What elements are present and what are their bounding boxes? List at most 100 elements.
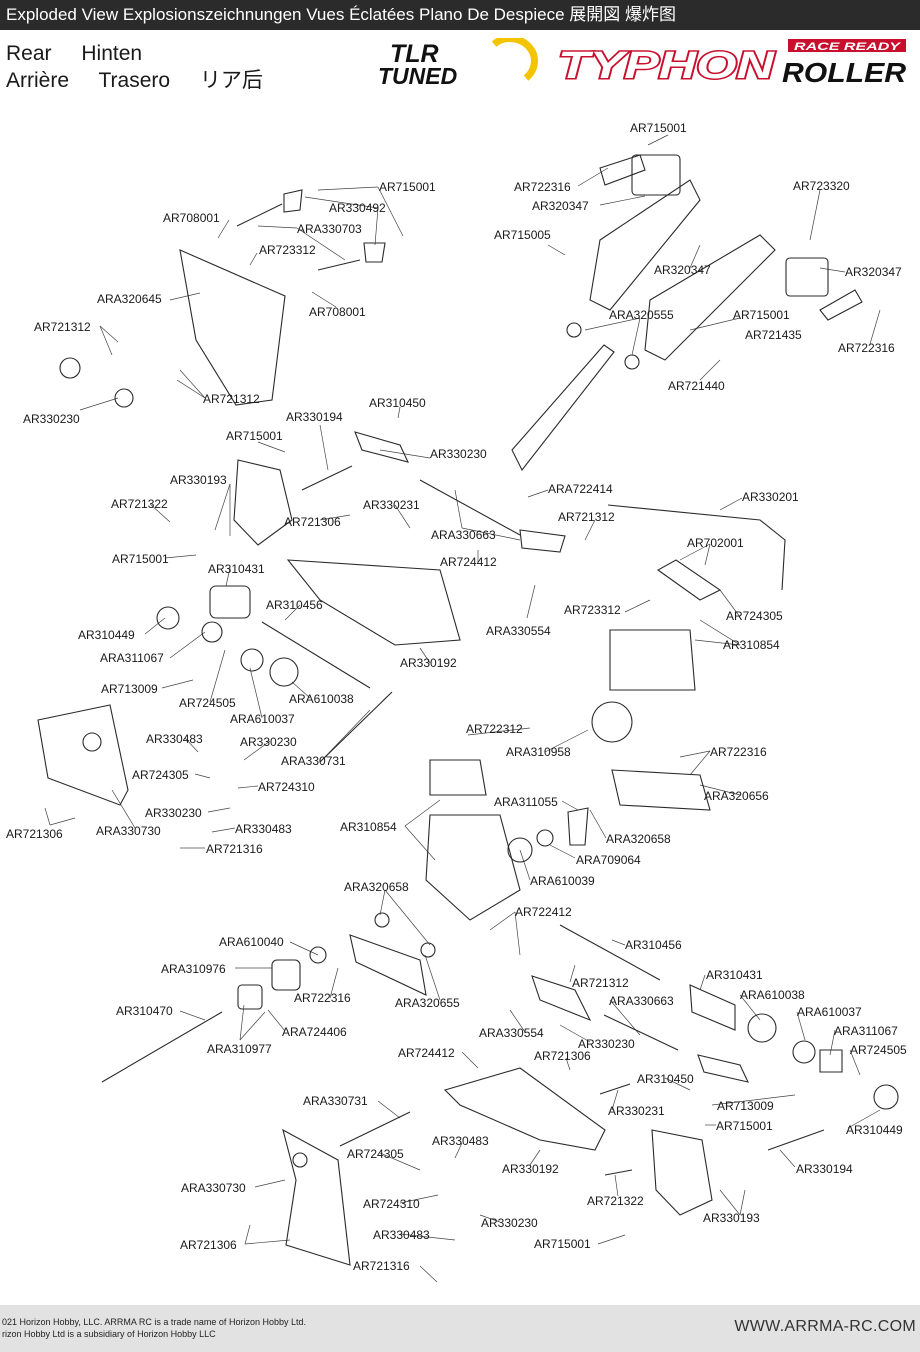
label-ar330230-a: AR330230 (23, 412, 80, 426)
leader-lines (44, 134, 881, 1283)
label-ar330194-a: AR330194 (286, 410, 343, 424)
label-ar722316-c: AR722316 (710, 745, 767, 759)
label-ar721312-a: AR721312 (34, 320, 91, 334)
label-ar708001-b: AR708001 (309, 305, 366, 319)
race-ready-roller-logo: RACE READY ROLLER (782, 39, 907, 86)
label-ar722316-b: AR722316 (838, 341, 895, 355)
body-mounts (59, 357, 134, 408)
label-ar721440: AR721440 (668, 379, 725, 393)
label-ara330663-b: ARA330663 (609, 994, 674, 1008)
label-ar330193-b: AR330193 (703, 1211, 760, 1225)
title-row-1: Rear Hinten (6, 40, 287, 67)
typhon-logo: TYPHON (557, 44, 778, 87)
label-ar722316-a: AR722316 (514, 180, 571, 194)
label-ar724305-b: AR724305 (132, 768, 189, 782)
label-ar330193-a: AR330193 (170, 473, 227, 487)
label-ar330230-e: AR330230 (578, 1037, 635, 1051)
label-ar310450-b: AR310450 (637, 1072, 694, 1086)
label-ar715001-e: AR715001 (112, 552, 169, 566)
label-ara330703: ARA330703 (297, 222, 362, 236)
label-ara310958: ARA310958 (506, 745, 571, 759)
rear-hub-upper (233, 431, 786, 646)
label-ar320347-a: AR320347 (532, 199, 589, 213)
label-ara330731-b: ARA330731 (303, 1094, 368, 1108)
rear-hub-lower (339, 1111, 825, 1216)
label-ar721306-b: AR721306 (6, 827, 63, 841)
title-hinten: Hinten (81, 42, 143, 65)
label-ar721306-c: AR721306 (534, 1049, 591, 1063)
label-ar724505-b: AR724505 (850, 1043, 907, 1057)
copyright-line-2: rizon Hobby Ltd is a subsidiary of Horiz… (2, 1329, 216, 1339)
label-ar330192-a: AR330192 (400, 656, 457, 670)
label-ar724412-a: AR724412 (440, 555, 497, 569)
label-ar724305-a: AR724305 (726, 609, 783, 623)
rear-mud-guard-lower (282, 1128, 351, 1266)
label-ar330483-a: AR330483 (146, 732, 203, 746)
label-ara722414: ARA722414 (548, 482, 613, 496)
label-ar330483-c: AR330483 (432, 1134, 489, 1148)
website-link[interactable]: WWW.ARRMA-RC.COM (734, 1318, 916, 1335)
label-ar722312: AR722312 (466, 722, 523, 736)
label-ar715001-c: AR715001 (379, 180, 436, 194)
copyright-notice: 021 Horizon Hobby, LLC. ARRMA RC is a tr… (2, 1316, 306, 1340)
label-ara320655: ARA320655 (395, 996, 460, 1010)
label-ara330730-a: ARA330730 (96, 824, 161, 838)
label-ar715005: AR715005 (494, 228, 551, 242)
label-ara311067-a: ARA311067 (100, 651, 164, 665)
label-ar330194-b: AR330194 (796, 1162, 853, 1176)
label-ar330230-d: AR330230 (145, 806, 202, 820)
label-ara610040: ARA610040 (219, 935, 284, 949)
label-ar721435: AR721435 (745, 328, 802, 342)
rear-lower-arm (443, 1067, 631, 1151)
label-ar330483-b: AR330483 (235, 822, 292, 836)
label-ara610037-b: ARA610037 (797, 1005, 862, 1019)
label-ar723312-b: AR723312 (564, 603, 621, 617)
tlr-tuned-logo: TLR TUNED (378, 38, 538, 86)
label-ar310470: AR310470 (116, 1004, 173, 1018)
rear-drive-upper (156, 585, 393, 763)
label-ar723320: AR723320 (793, 179, 850, 193)
label-ar724310-a: AR724310 (258, 780, 315, 794)
title-trasero: Trasero (98, 69, 171, 92)
rear-shock-tower (179, 189, 386, 406)
label-ar330231-a: AR330231 (363, 498, 420, 512)
label-ar721312-c: AR721312 (558, 510, 615, 524)
label-ar724412-b: AR724412 (398, 1046, 455, 1060)
label-ara320555: ARA320555 (609, 308, 674, 322)
label-ara610038-b: ARA610038 (740, 988, 805, 1002)
label-ar310854-b: AR310854 (340, 820, 397, 834)
label-ar310431-a: AR310431 (208, 562, 265, 576)
label-ara320658-a: ARA320658 (606, 832, 671, 846)
label-ara320645: ARA320645 (97, 292, 162, 306)
exploded-view-diagram (37, 134, 899, 1283)
label-ar330192-b: AR330192 (502, 1162, 559, 1176)
label-ar330231-b: AR330231 (608, 1104, 665, 1118)
label-ar310431-b: AR310431 (706, 968, 763, 982)
label-ar330492: AR330492 (329, 201, 386, 215)
label-ar721312-b: AR721312 (203, 392, 260, 406)
rear-drive-lower (531, 924, 899, 1110)
label-ara320658-b: ARA320658 (344, 880, 409, 894)
label-ar715001-g: AR715001 (534, 1237, 591, 1251)
label-ar330483-d: AR330483 (373, 1228, 430, 1242)
label-ara310976: ARA310976 (161, 962, 226, 976)
label-ar708001-a: AR708001 (163, 211, 220, 225)
upper-shock-tower-arms (511, 154, 863, 472)
title-rear: Rear (6, 42, 52, 65)
label-ar320347-c: AR320347 (845, 265, 902, 279)
label-ara330730-b: ARA330730 (181, 1181, 246, 1195)
label-ar715001-f: AR715001 (716, 1119, 773, 1133)
label-ara610039: ARA610039 (530, 874, 595, 888)
label-ara310977: ARA310977 (207, 1042, 272, 1056)
label-ar310450-a: AR310450 (369, 396, 426, 410)
label-ar330230-f: AR330230 (481, 1216, 538, 1230)
title-arriere: Arrière (6, 69, 70, 92)
label-ara610037-a: ARA610037 (230, 712, 295, 726)
label-ara724406: ARA724406 (282, 1025, 347, 1039)
label-ar713009-b: AR713009 (717, 1099, 774, 1113)
typhon-logo-text: TYPHON (558, 45, 776, 86)
label-ar721306-a: AR721306 (284, 515, 341, 529)
label-ara330554-b: ARA330554 (479, 1026, 544, 1040)
label-ar330230-c: AR330230 (240, 735, 297, 749)
lower-arm-mounts (101, 912, 436, 1083)
